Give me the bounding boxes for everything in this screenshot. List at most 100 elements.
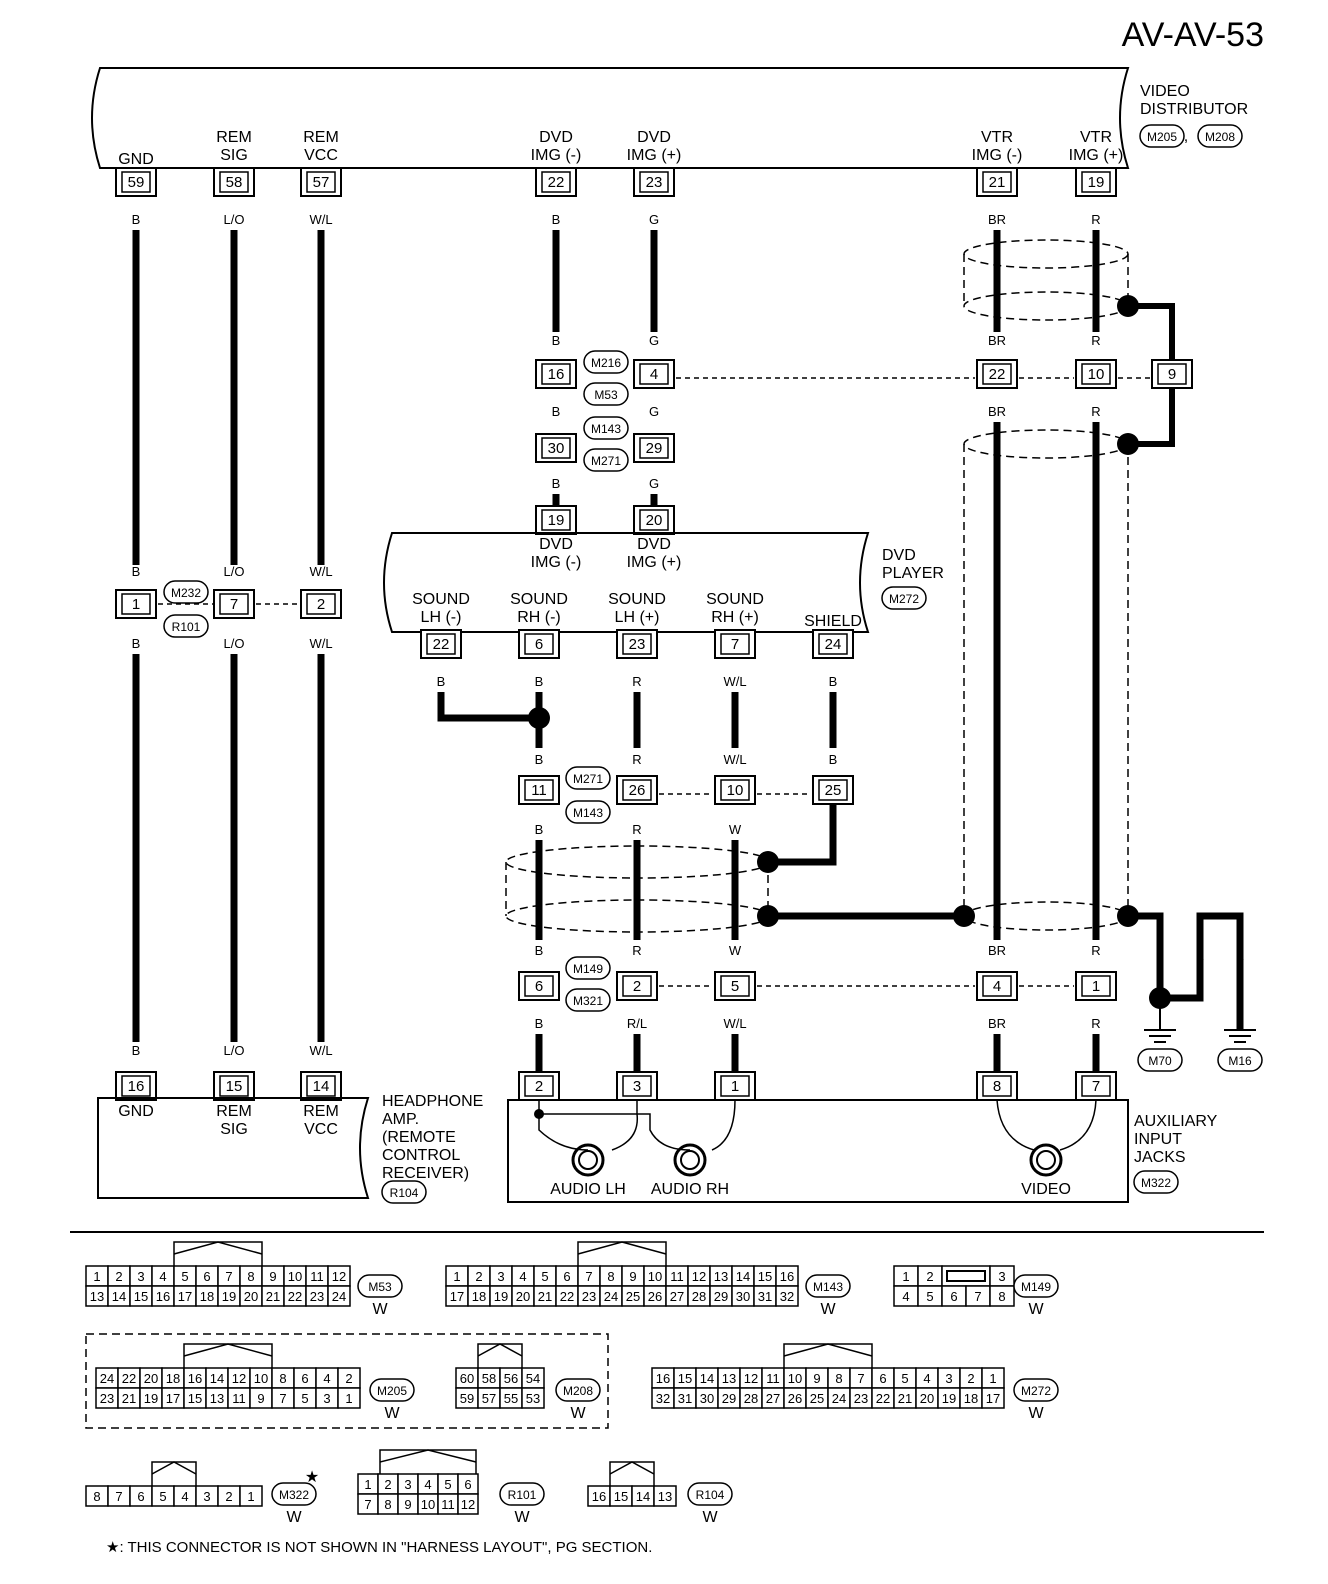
wire-color: B (535, 1016, 544, 1031)
connector-ref-text: M208 (1205, 130, 1235, 144)
connector-ref-text: M53 (368, 1280, 392, 1294)
pin-label: VCC (304, 147, 338, 164)
pin-label: GND (118, 1103, 154, 1120)
page-title: AV-AV-53 (1122, 16, 1264, 54)
shield-ellipse (963, 291, 1129, 321)
pin-label: SOUND (608, 591, 666, 608)
connector-ref-text: M272 (1021, 1384, 1051, 1398)
face-pin: 8 (247, 1269, 254, 1284)
connector-ref-text: R101 (172, 620, 201, 634)
diagram-labels: AV-AV-53VIDEODISTRIBUTORM205,M208GND59BR… (90, 16, 1264, 1556)
face-pin: 9 (404, 1497, 411, 1512)
pin-box-inner (219, 1075, 249, 1097)
face-pin: 23 (582, 1289, 596, 1304)
wire-color: G (649, 333, 659, 348)
face-pin: 4 (159, 1269, 166, 1284)
face-cell (775, 1285, 799, 1307)
jack-icon (1036, 1150, 1056, 1170)
pin-number: 57 (313, 174, 330, 191)
pin-number: 19 (548, 512, 565, 529)
video-distributor-body (91, 67, 1130, 169)
face-pin: 26 (648, 1289, 662, 1304)
wire-color: W/L (723, 674, 746, 689)
wire-color: B (535, 822, 544, 837)
face-color: W (384, 1405, 400, 1422)
face-pin: 12 (461, 1497, 475, 1512)
face-pin: 55 (504, 1391, 518, 1406)
pin-number: 7 (731, 636, 739, 653)
pin-label: IMG (-) (531, 147, 582, 164)
pin-label: REM (216, 1103, 252, 1120)
connector-ref-text: M149 (1021, 1280, 1051, 1294)
face-pin: 13 (722, 1371, 736, 1386)
connector-ref-text: M16 (1228, 1054, 1252, 1068)
wire-color: B (132, 636, 141, 651)
jack-label: AUDIO RH (651, 1181, 729, 1198)
pin-label: RH (+) (711, 609, 759, 626)
wire-color: B (535, 674, 544, 689)
face-pin: 9 (269, 1269, 276, 1284)
pin-number: 6 (535, 636, 543, 653)
face-pin: 2 (967, 1371, 974, 1386)
ref-m208 (1197, 124, 1243, 148)
wire-color: BR (988, 212, 1006, 227)
face-pin: 4 (902, 1289, 909, 1304)
connector-ref-text: M216 (591, 356, 621, 370)
ref-r104 (381, 1180, 427, 1204)
wire-color: B (535, 752, 544, 767)
face-pin: 17 (986, 1391, 1000, 1406)
pin-box-inner (720, 1075, 750, 1097)
face-pin: 16 (592, 1489, 606, 1504)
face-cell (521, 1387, 545, 1409)
pin-box-inner (426, 633, 456, 655)
pin-number: 11 (531, 782, 547, 799)
wire-color: R (632, 822, 641, 837)
wire-color: B (829, 674, 838, 689)
face-pin: 58 (482, 1371, 496, 1386)
face-pin: 1 (902, 1269, 909, 1284)
aux-jacks-name: AUXILIARY (1134, 1113, 1218, 1130)
pin-label: SOUND (706, 591, 764, 608)
ref-m216 (583, 350, 629, 374)
pin-box-inner (982, 171, 1012, 193)
connector-ref-text: M232 (171, 586, 201, 600)
face-pin: 10 (288, 1269, 302, 1284)
jack-icon (673, 1143, 707, 1177)
face-latch (609, 1461, 655, 1475)
wire-color: B (552, 476, 561, 491)
face-cell (457, 1493, 479, 1515)
wire-color: B (535, 943, 544, 958)
pin-label: LH (-) (421, 609, 462, 626)
pin-box-inner (639, 437, 669, 459)
face-pin: 6 (950, 1289, 957, 1304)
face-pin: 4 (181, 1489, 188, 1504)
dvd-player-body (383, 532, 870, 633)
face-latch (783, 1343, 873, 1368)
face-pin: 3 (497, 1269, 504, 1284)
face-pin: 13 (714, 1269, 728, 1284)
face-pin: 14 (210, 1371, 224, 1386)
connector-ref-text: M321 (573, 994, 603, 1008)
face-pin: 1 (247, 1489, 254, 1504)
pin-label: RH (-) (517, 609, 561, 626)
pin-label: SOUND (412, 591, 470, 608)
face-pin: 12 (744, 1371, 758, 1386)
pin-box-inner (1157, 363, 1187, 385)
shield-ellipse (505, 845, 771, 879)
face-pin: 23 (854, 1391, 868, 1406)
face-pin: 12 (692, 1269, 706, 1284)
face-pin: 57 (482, 1391, 496, 1406)
face-color: W (570, 1405, 586, 1422)
pin-box-inner (306, 1075, 336, 1097)
jack-wire (711, 1099, 736, 1151)
face-ref (271, 1482, 317, 1506)
face-pin: 4 (519, 1269, 526, 1284)
jack-wire (996, 1099, 1035, 1151)
wire-color: R (1091, 212, 1100, 227)
face-pin: 6 (879, 1371, 886, 1386)
face-pin: 18 (964, 1391, 978, 1406)
pin-box-inner (524, 633, 554, 655)
face-latch (183, 1343, 273, 1368)
pin-box-inner (622, 779, 652, 801)
face-pin: 15 (134, 1289, 148, 1304)
